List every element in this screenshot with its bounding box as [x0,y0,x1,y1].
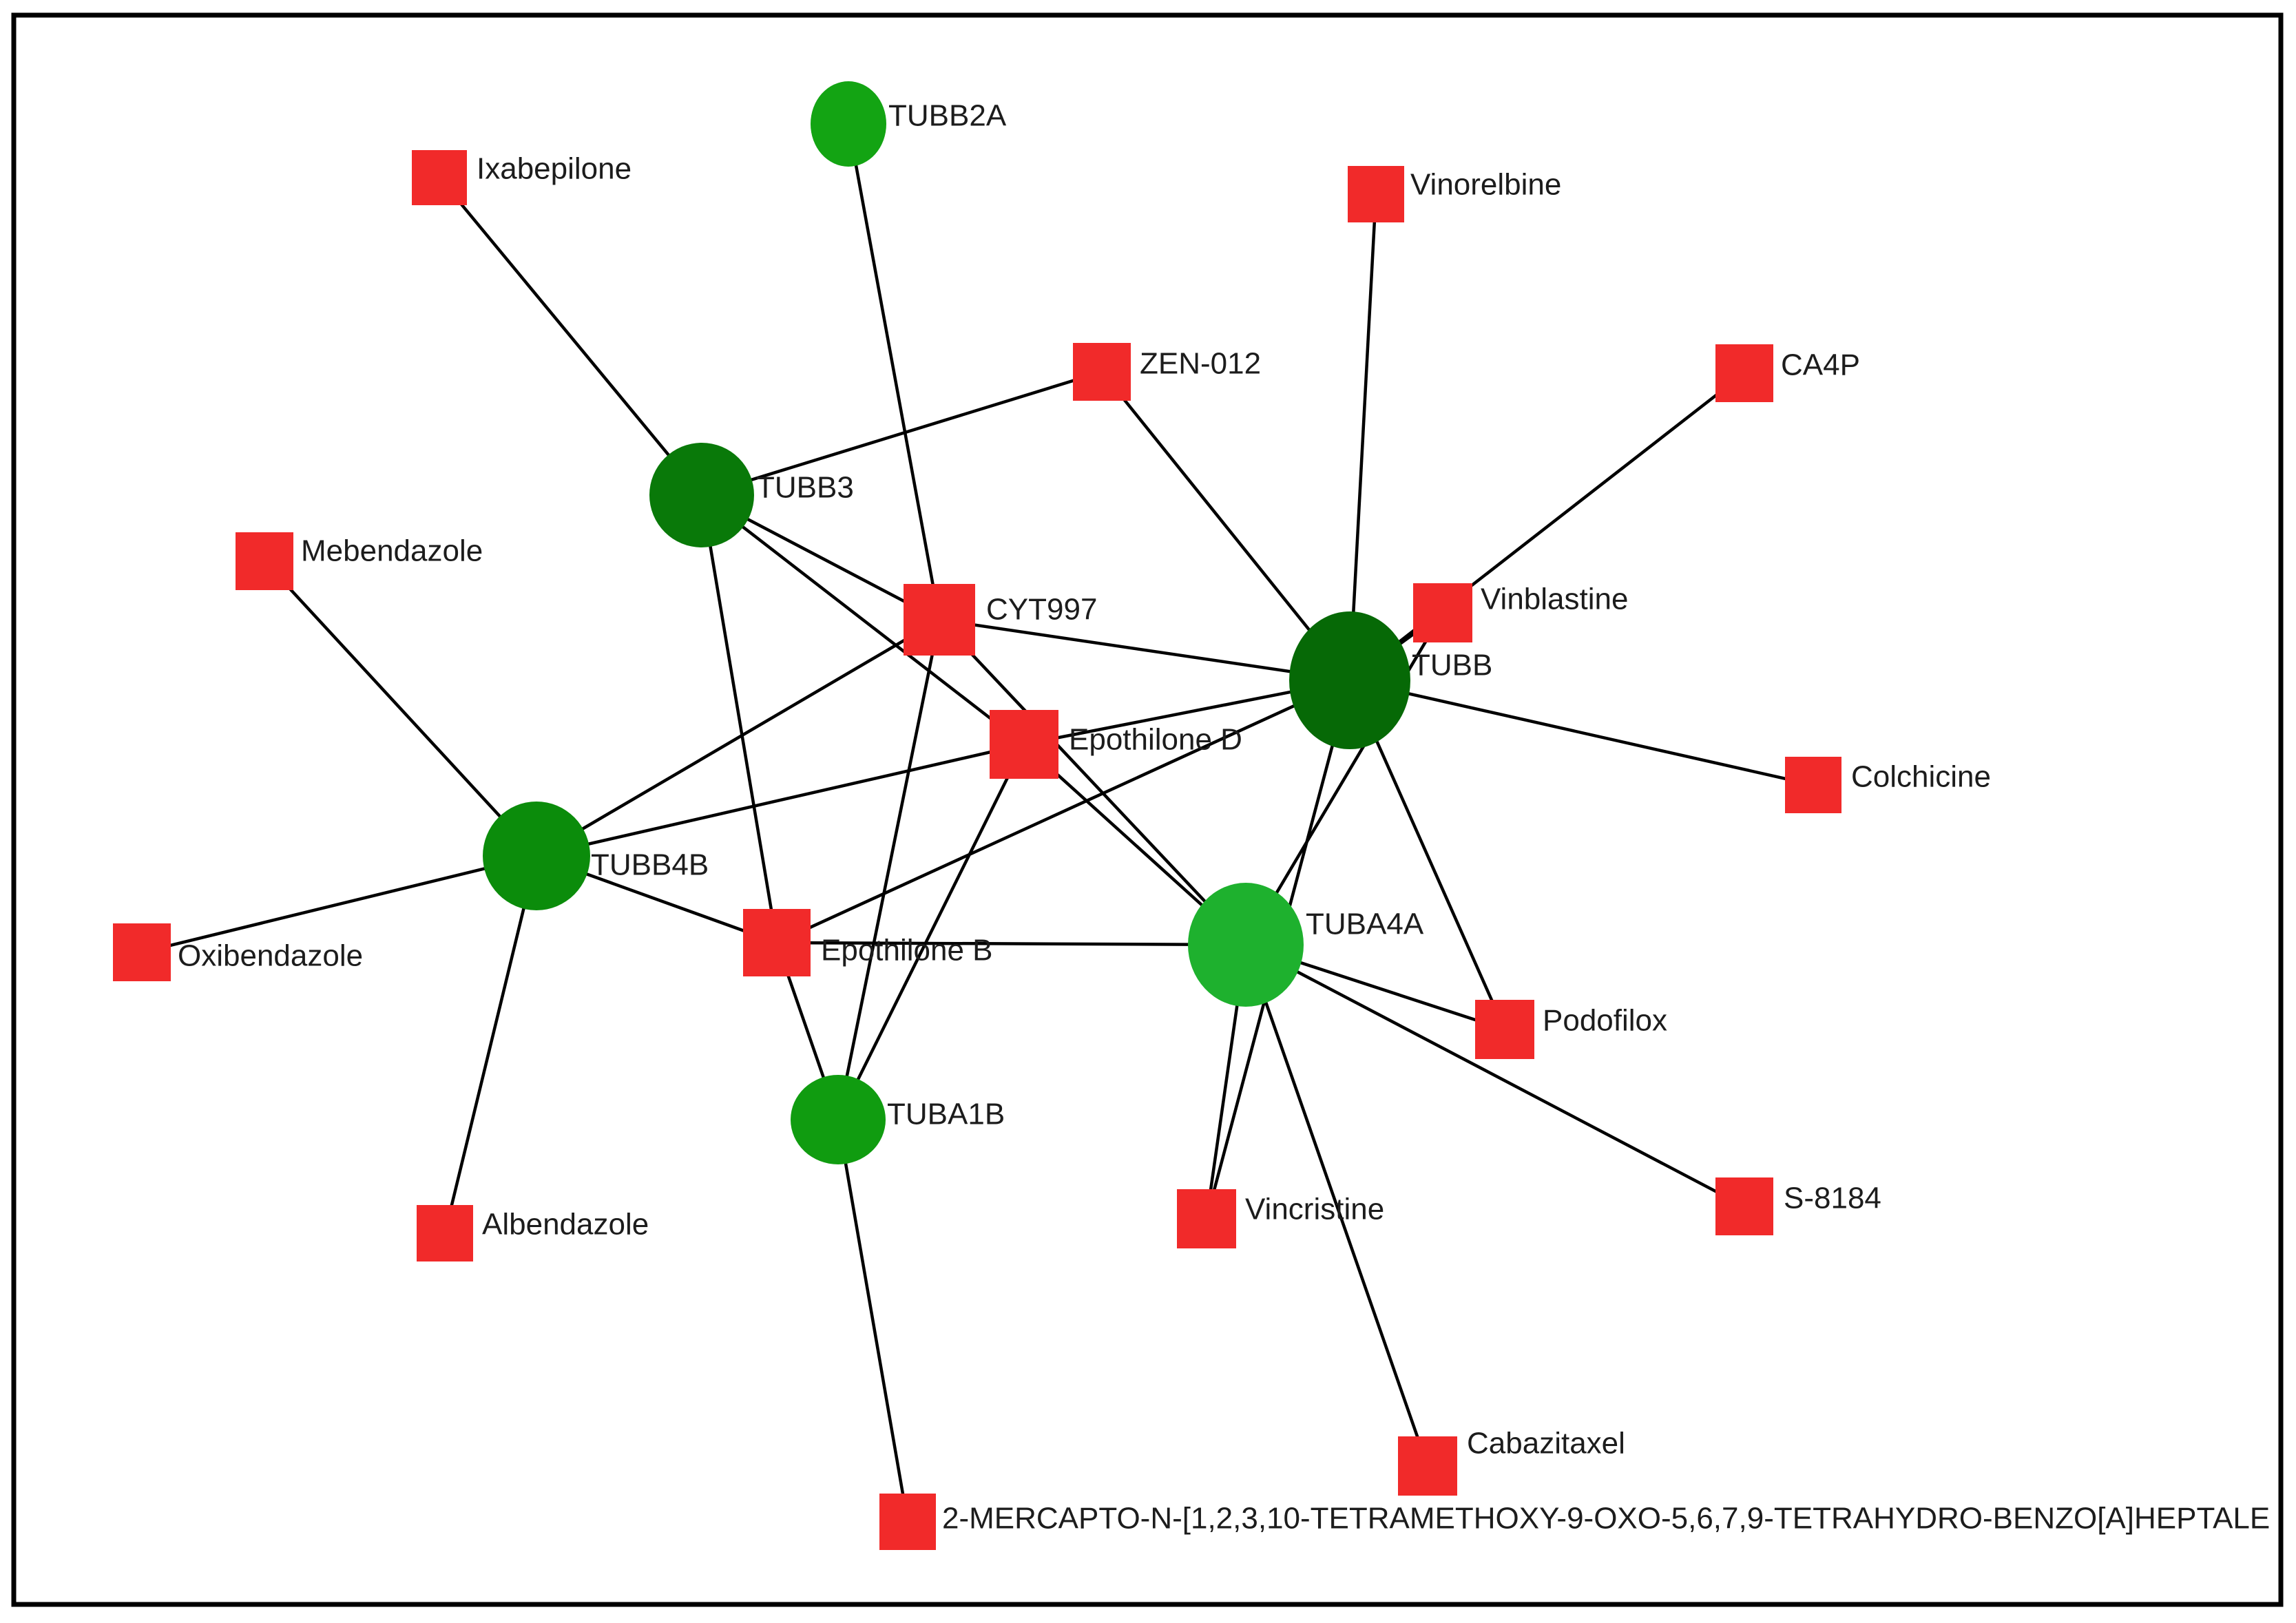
drug-node-Vincristine [1177,1189,1236,1248]
drug-node-S-8184 [1715,1177,1773,1235]
edge-ZEN-012-TUBB3 [701,370,1103,497]
node-label-TUBB4B: TUBB4B [591,848,709,882]
drug-node-CYT997 [904,584,975,656]
drug-node-Vinblastine [1413,583,1472,642]
node-label-Vincristine: Vincristine [1245,1193,1384,1226]
edge-Cabazitaxel-TUBA4A [1244,944,1430,1467]
node-label-S-8184: S-8184 [1784,1182,1881,1215]
drug-node-Cabazitaxel [1398,1436,1457,1496]
drug-node-Colchicine [1785,757,1841,813]
drug-node-Albendazole [417,1205,473,1261]
drug-node-Podofilox [1475,1000,1534,1059]
node-label-Podofilox: Podofilox [1543,1004,1667,1038]
node-label-TUBA1B: TUBA1B [887,1098,1005,1131]
drug-node-Ixabepilone [412,150,467,205]
edge-Oxibendazole-TUBB4B [141,854,537,954]
drug-node-Vinorelbine [1348,166,1404,222]
edge-Vinorelbine-TUBB [1348,193,1378,681]
node-label-Vinorelbine: Vinorelbine [1410,168,1561,202]
node-label-EpothiloneD: Epothilone D [1069,723,1242,757]
gene-node-TUBB4B [483,802,590,910]
edge-Mebendazole-TUBB4B [263,560,538,857]
drug-node-Oxibendazole [113,923,171,981]
drug-node-ZEN-012 [1073,343,1131,401]
node-label-Mebendazole: Mebendazole [301,534,483,568]
edge-CYT997-TUBA1B [836,619,941,1120]
node-label-Ixabepilone: Ixabepilone [477,152,632,186]
node-label-Albendazole: Albendazole [482,1208,649,1242]
edge-EpothiloneD-TUBA1B [836,744,1026,1120]
node-label-TUBB: TUBB [1412,649,1492,682]
gene-node-TUBB3 [649,443,754,547]
edge-MERCAPTO-TUBA1B [836,1119,910,1522]
edge-EpothiloneD-TUBB3 [700,494,1025,746]
edge-CYT997-TUBB4B [535,618,941,857]
edge-CYT997-TUBB [939,618,1350,682]
edge-Ixabepilone-TUBB3 [438,176,703,496]
node-label-Cabazitaxel: Cabazitaxel [1467,1427,1625,1460]
gene-node-TUBB2A [811,81,886,167]
gene-node-TUBB [1289,611,1410,749]
nodes-layer [113,81,1841,1550]
node-label-Vinblastine: Vinblastine [1481,583,1628,616]
node-label-EpothiloneB: Epothilone B [821,934,993,967]
edge-CYT997-TUBA4A [938,618,1247,946]
drug-node-EpothiloneB [743,909,811,976]
node-label-MERCAPTO: 2-MERCAPTO-N-[1,2,3,10-TETRAMETHOXY-9-OX… [942,1502,2270,1536]
node-label-CA4P: CA4P [1781,348,1860,382]
drug-node-Mebendazole [236,532,293,590]
drug-node-CA4P [1715,344,1773,402]
node-label-TUBB3: TUBB3 [756,471,854,505]
figure-border [11,12,2284,1607]
node-label-Oxibendazole: Oxibendazole [178,939,363,973]
drug-node-MERCAPTO [879,1494,936,1550]
edge-Vinblastine-TUBA4A [1244,611,1444,946]
edge-EpothiloneB-TUBB3 [700,494,779,943]
node-label-TUBA4A: TUBA4A [1306,908,1424,941]
edge-EpothiloneD-TUBB4B [536,742,1025,858]
gene-node-TUBA1B [791,1075,886,1164]
drug-node-EpothiloneD [990,710,1058,779]
edge-S-8184-TUBA4A [1244,943,1746,1208]
node-label-TUBB2A: TUBB2A [888,99,1007,133]
node-label-ZEN-012: ZEN-012 [1140,347,1261,381]
edge-ZEN-012-TUBB [1100,370,1351,682]
edge-EpothiloneB-TUBA4A [776,941,1246,947]
edge-CYT997-TUBB2A [846,123,941,620]
node-label-Colchicine: Colchicine [1851,760,1991,794]
node-label-CYT997: CYT997 [986,593,1097,627]
edge-EpothiloneB-TUBB [776,678,1350,945]
gene-node-TUBA4A [1188,883,1304,1007]
edge-Albendazole-TUBB4B [443,855,539,1234]
edge-Colchicine-TUBB [1349,678,1814,787]
